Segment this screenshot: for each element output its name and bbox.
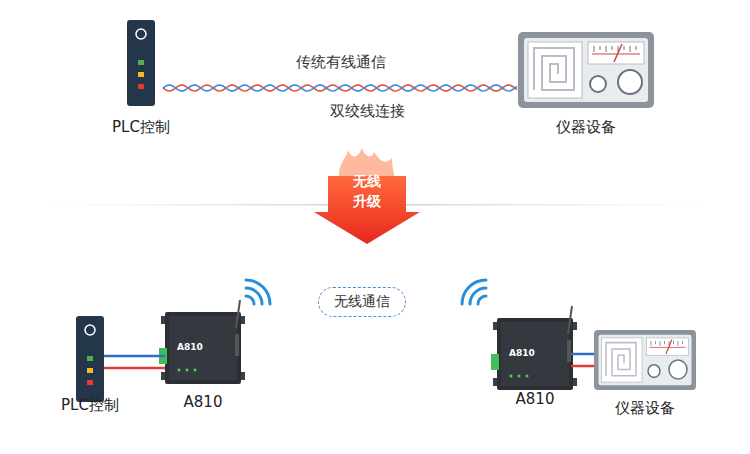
- device-node: PLC控制: [127, 20, 155, 106]
- upgrade-badge: 无线 升级: [328, 170, 406, 214]
- device-node: PLC控制: [76, 316, 104, 384]
- node-label: A810: [516, 390, 555, 408]
- cable: [163, 85, 517, 91]
- device-node: 仪器设备: [518, 32, 654, 108]
- device-node: 仪器设备: [594, 330, 696, 390]
- wireless-tag: 无线通信: [318, 287, 406, 317]
- node-label: 仪器设备: [615, 399, 675, 418]
- cable: [571, 354, 594, 366]
- cable: [104, 356, 165, 368]
- tag-text: 无线通信: [334, 293, 390, 311]
- badge-text: 无线 升级: [352, 172, 383, 211]
- node-label: PLC控制: [112, 118, 170, 137]
- edge-label: 传统有线通信: [293, 53, 389, 72]
- device-node: A810A810: [497, 318, 573, 388]
- device-print: A810: [177, 342, 203, 352]
- node-label: A810: [184, 393, 223, 411]
- node-label: PLC控制: [61, 396, 119, 415]
- note-label: 双绞线连接: [327, 102, 408, 121]
- node-label: 仪器设备: [556, 118, 616, 137]
- device-print: A810: [509, 348, 535, 358]
- device-node: A810A810: [165, 312, 241, 384]
